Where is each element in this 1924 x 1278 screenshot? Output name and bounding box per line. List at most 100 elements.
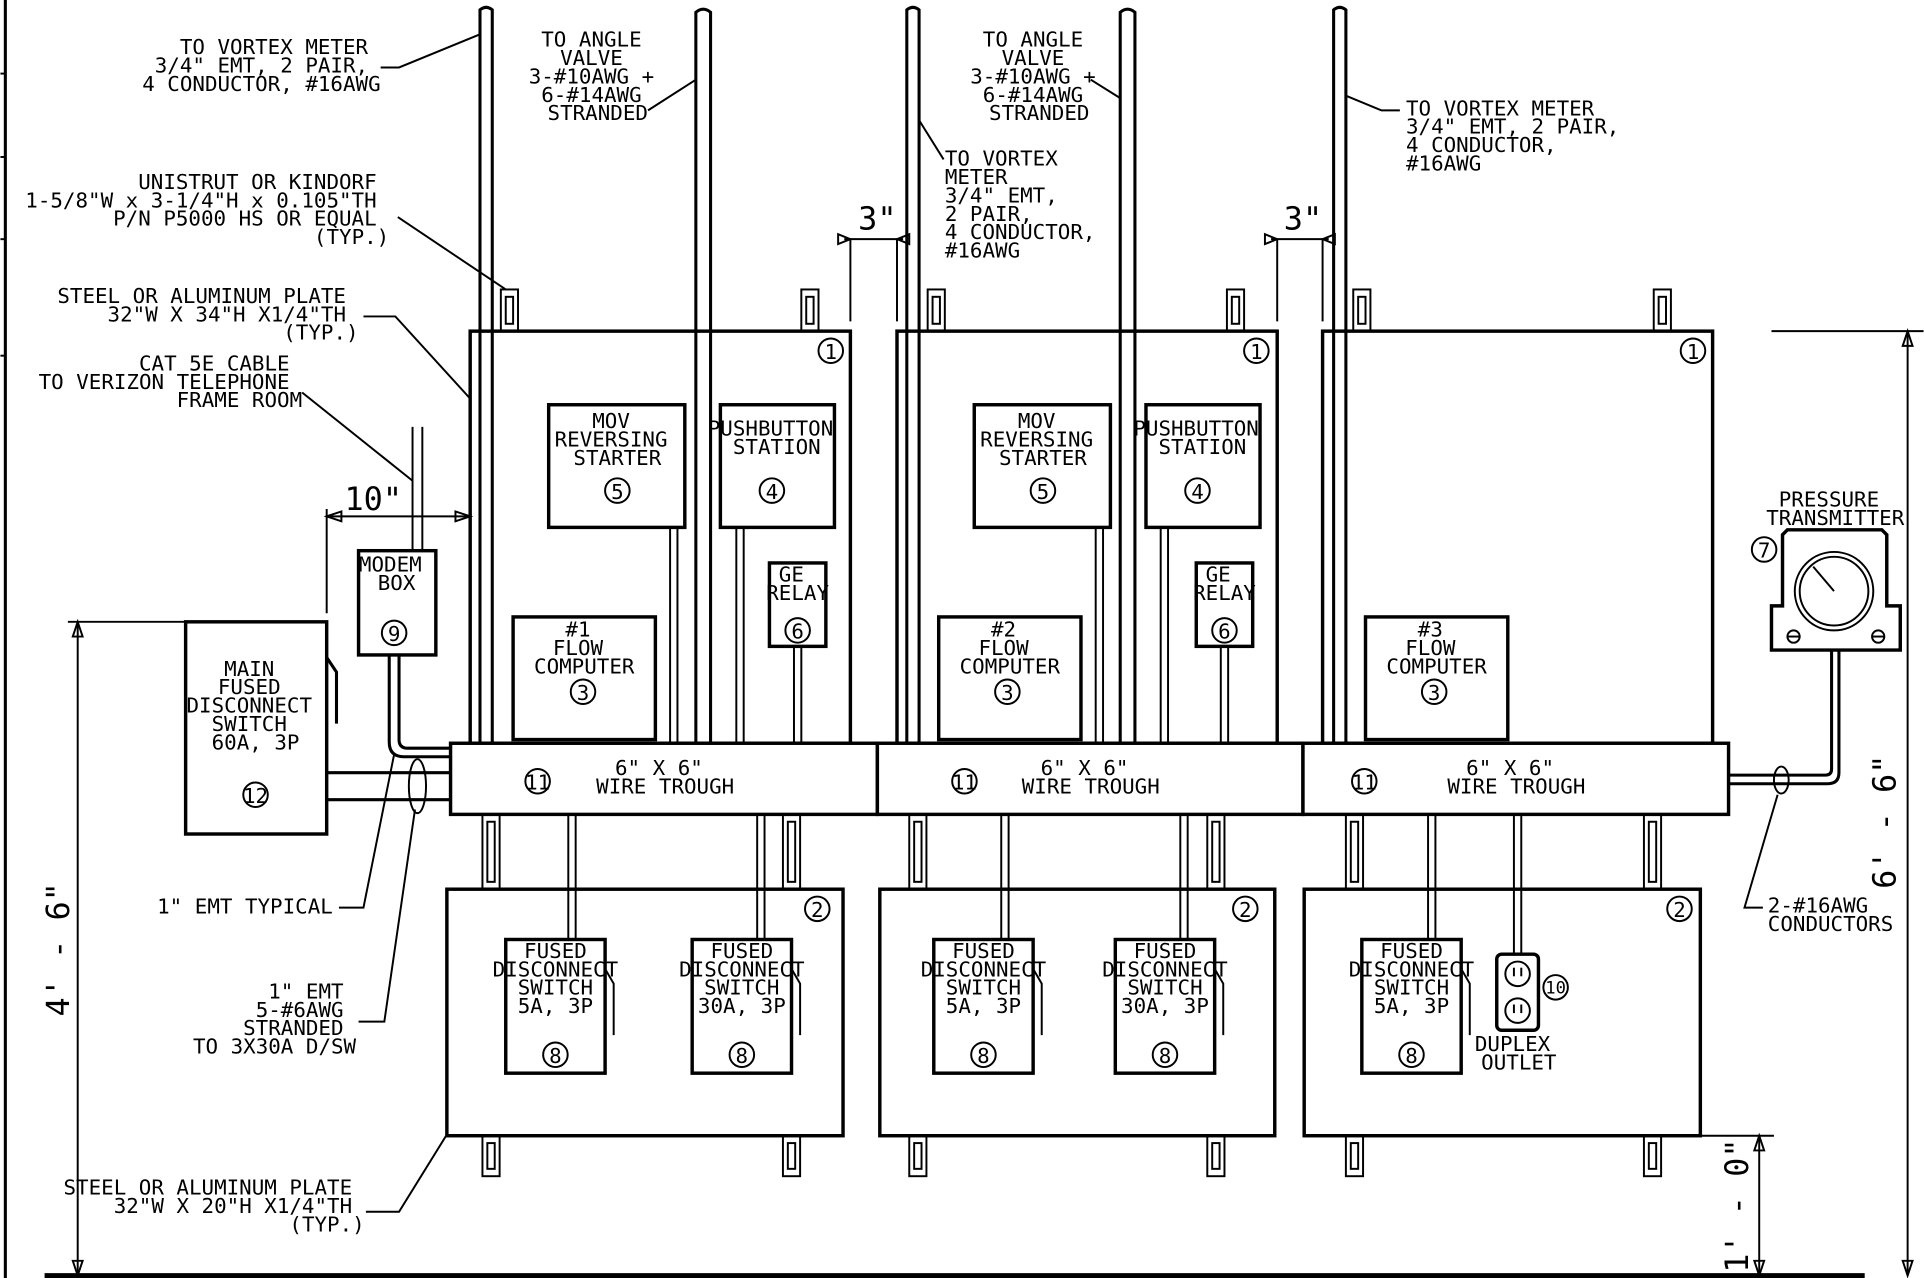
unistrut-clip-top <box>1352 288 1372 333</box>
disconnect-handle <box>604 968 615 1036</box>
fused-disconnect-30a-box <box>1113 937 1217 1075</box>
unistrut-clip-middle <box>908 813 928 891</box>
item-1-label: 1 <box>1687 340 1700 364</box>
unistrut-clip-top-slot <box>1657 295 1667 325</box>
unistrut-clip-bottom-slot <box>1647 1142 1658 1170</box>
vertical-conduits <box>478 5 1348 744</box>
unistrut-clip-top <box>1225 288 1246 333</box>
flow-computer-3-label: #3 FLOW COMPUTER <box>1386 618 1487 679</box>
leader-lines <box>301 33 1779 1213</box>
pushbutton-2-label: PUSHBUTTON STATION <box>1133 416 1271 458</box>
unistrut-clip-middle-slot <box>486 820 496 883</box>
item-8-marker <box>1151 1041 1179 1069</box>
dim-3in-b: 3" <box>1284 199 1322 237</box>
item-1-label: 1 <box>1250 340 1263 364</box>
callout-cat5-cable: CAT 5E CABLE TO VERIZON TELEPHONE FRAME … <box>39 351 303 412</box>
unistrut-clip-bottom <box>1642 1134 1663 1178</box>
disconnect-handle <box>790 968 802 1036</box>
unistrut-clip-bottom-slot <box>1349 1142 1360 1170</box>
trough-2-label: 6" X 6" WIRE TROUGH <box>1022 756 1160 798</box>
unistrut-clip-middle <box>781 813 802 891</box>
unistrut-clip-bottom-slot <box>1211 1142 1221 1170</box>
item-8-marker <box>728 1041 756 1069</box>
disconnect-handle <box>1213 968 1225 1036</box>
callout-unistrut: UNISTRUT OR KINDORF 1-5/8"W x 3-1/4"H x … <box>25 170 389 249</box>
unistrut-clip-bottom <box>1206 1134 1226 1178</box>
pressure-transmitter: PRESSURE TRANSMITTER 7 <box>1728 488 1905 795</box>
fused-disconnect-5a-box <box>932 937 1035 1075</box>
flow-computer-2-label: #2 FLOW COMPUTER <box>960 618 1061 679</box>
unistrut-clip-middle <box>1344 813 1365 891</box>
callout-lower-plate: STEEL OR ALUMINUM PLATE 32"W X 20"H X1/4… <box>63 1176 364 1237</box>
unistrut-clip-top <box>800 288 820 333</box>
flow-computer-1-label: #1 FLOW COMPUTER <box>534 618 635 679</box>
modem-box: MODEM BOX 9 <box>356 426 451 759</box>
unistrut-clip-top <box>1652 288 1672 333</box>
fused-disconnect-5a-box <box>1360 937 1463 1075</box>
callout-vortex-meter-3: TO VORTEX METER 3/4" EMT, 2 PAIR, 4 COND… <box>1406 96 1632 175</box>
item-8-label: 8 <box>1159 1044 1172 1068</box>
item-12-label: 12 <box>243 784 268 808</box>
item-11-label: 11 <box>952 770 977 794</box>
duplex-outlet-label: DUPLEX OUTLET <box>1475 1032 1563 1074</box>
item-8-marker <box>1398 1041 1425 1069</box>
item-3-label: 3 <box>1428 681 1441 705</box>
pressure-label: PRESSURE TRANSMITTER <box>1766 488 1904 530</box>
unistrut-clip-top-slot <box>1230 295 1241 325</box>
unistrut-clip-middle <box>1642 813 1663 891</box>
trough-3-label: 6" X 6" WIRE TROUGH <box>1447 756 1585 798</box>
unistrut-clip-top-slot <box>931 295 941 325</box>
unistrut-clip-top <box>926 288 946 333</box>
item-11-label: 11 <box>525 770 550 794</box>
item-1-label: 1 <box>824 340 837 364</box>
fused-disconnect-5a-box <box>504 937 607 1075</box>
unistrut-clip-bottom-slot <box>913 1142 923 1170</box>
dim-10in: 10" <box>344 480 402 518</box>
callout-angle-valve-2: TO ANGLE VALVE 3-#10AWG + 6-#14AWG STRAN… <box>970 28 1108 126</box>
trough-1-label: 6" X 6" WIRE TROUGH <box>596 756 734 798</box>
item-4-label: 4 <box>1191 480 1204 504</box>
dimensions: 10" 3" 3" 6' - 6" 4' - 6" 1' - 0" <box>39 199 1924 1278</box>
unistrut-clip-middle <box>1206 813 1226 891</box>
callout-emt-feed: 1" EMT 5-#6AWG STRANDED TO 3X30A D/SW <box>193 979 357 1058</box>
panel-2: 1 MOV REVERSING STARTER 5 PUSHBUTTON STA… <box>936 337 1271 744</box>
item-8-label: 8 <box>736 1044 749 1068</box>
sheet-border <box>0 0 1865 1278</box>
item-7-label: 7 <box>1758 539 1771 563</box>
item-2-label: 2 <box>1673 898 1686 922</box>
item-9-label: 9 <box>388 622 401 646</box>
unistrut-clip-bottom <box>1344 1134 1365 1178</box>
item-4-label: 4 <box>766 480 779 504</box>
dim-4ft6in: 4' - 6" <box>39 882 77 1016</box>
unistrut-clip-top-slot <box>504 295 515 325</box>
callout-upper-plate: STEEL OR ALUMINUM PLATE 32"W X 34"H X1/4… <box>57 284 358 345</box>
main-disconnect: MAIN FUSED DISCONNECT SWITCH 60A, 3P 12 <box>183 620 451 836</box>
dim-6ft6in: 6' - 6" <box>1865 755 1903 889</box>
mov-starter-1-label: MOV REVERSING STARTER <box>555 409 681 470</box>
unistrut-clip-bottom <box>481 1134 501 1178</box>
unistrut-clip-middle-slot <box>913 820 923 883</box>
item-2-label: 2 <box>811 898 824 922</box>
unistrut-clip-bottom <box>908 1134 928 1178</box>
unistrut-clip-top-slot <box>1357 295 1367 325</box>
item-8-marker <box>542 1041 569 1069</box>
unistrut-clip-middle-slot <box>1349 820 1360 883</box>
main-switch-label: MAIN FUSED DISCONNECT SWITCH 60A, 3P <box>187 657 325 755</box>
fused-disconnect-30a-box <box>690 937 794 1075</box>
wire-troughs: 11 6" X 6" WIRE TROUGH 11 6" X 6" WIRE T… <box>448 741 1731 817</box>
item-8-label: 8 <box>549 1044 562 1068</box>
item-6-label: 6 <box>791 620 804 644</box>
unistrut-clip-middle-slot <box>786 820 797 883</box>
pushbutton-1-label: PUSHBUTTON STATION <box>708 416 846 458</box>
callout-angle-valve-1: TO ANGLE VALVE 3-#10AWG + 6-#14AWG STRAN… <box>529 28 667 126</box>
callout-text: TO VORTEX METER 3/4" EMT, 2 PAIR, 4 COND… <box>25 28 1893 1237</box>
unistrut-clip-top-slot <box>805 295 815 325</box>
